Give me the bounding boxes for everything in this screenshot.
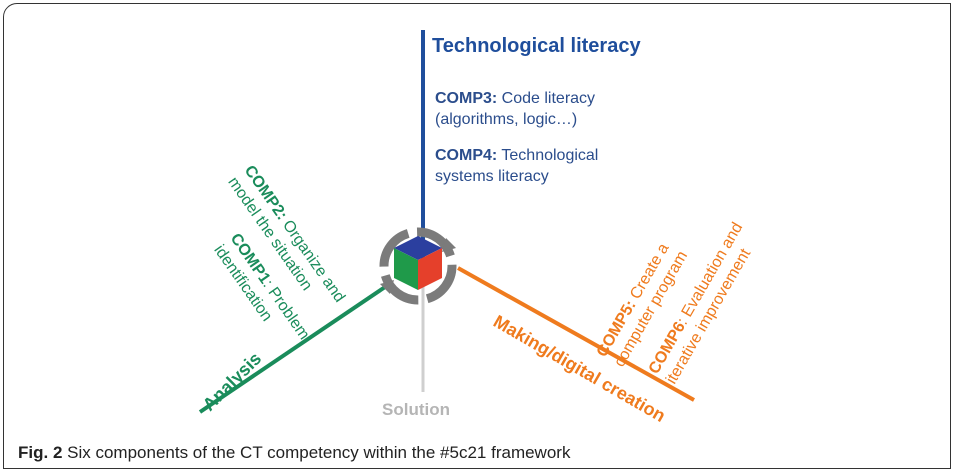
svg-text:COMP3: Code literacy: COMP3: Code literacy — [435, 90, 595, 107]
analysis-axis — [198, 283, 390, 414]
cycle-arrows-icon — [379, 227, 457, 305]
analysis-title: Analysis — [199, 348, 266, 415]
figure-border — [3, 3, 951, 469]
comp3-key: COMP3: — [435, 90, 497, 107]
comp4-key: COMP4: — [435, 147, 497, 164]
figure-caption: Fig. 2 Six components of the CT competen… — [18, 443, 570, 463]
caption-text: Six components of the CT competency with… — [62, 443, 571, 462]
svg-text:COMP2: Organize and: COMP2: Organize and — [241, 163, 348, 306]
comp4-label: COMP4: Technological systems literacy — [435, 147, 598, 185]
svg-text:COMP4: Technological: COMP4: Technological — [435, 147, 598, 164]
comp5-label: COMP5: Create a computer program — [594, 241, 691, 370]
technological-literacy-title: Technological literacy — [432, 35, 641, 57]
comp3-label: COMP3: Code literacy (algorithms, logic…… — [435, 90, 595, 128]
comp4-line2: systems literacy — [435, 168, 549, 185]
ct-competency-diagram: Technological literacy COMP3: Code liter… — [198, 30, 755, 426]
comp4-line1: Technological — [497, 147, 598, 164]
making-axis — [457, 266, 695, 402]
comp3-line2: (algorithms, logic…) — [435, 111, 577, 128]
caption-label: Fig. 2 — [18, 443, 63, 462]
solution-title: Solution — [382, 400, 450, 419]
comp3-line1: Code literacy — [497, 90, 595, 107]
cube-icon — [394, 236, 442, 290]
